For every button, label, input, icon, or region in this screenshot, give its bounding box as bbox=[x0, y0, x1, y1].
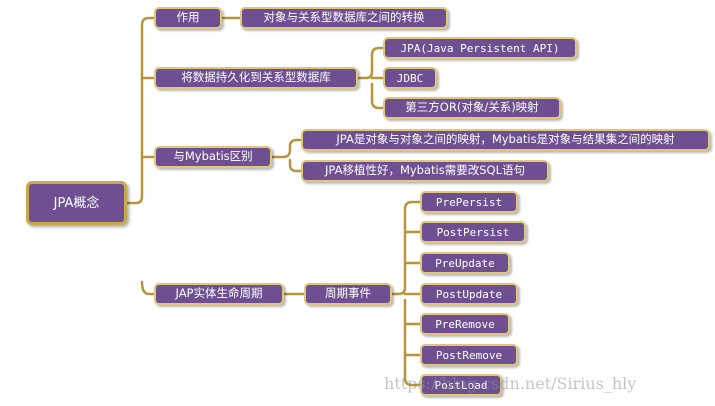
purpose-child-label: 对象与关系型数据库之间的转换 bbox=[263, 10, 425, 25]
mybatis-child-label: JPA移植性好，Mybatis需要改SQL语句 bbox=[325, 163, 525, 178]
event-postload[interactable]: PostLoad bbox=[420, 374, 502, 396]
event-preremove[interactable]: PreRemove bbox=[420, 313, 510, 335]
mybatis-child-label: JPA是对象与对象之间的映射，Mybatis是对象与结果集之间的映射 bbox=[336, 132, 675, 147]
branch-mybatis[interactable]: 与Mybatis区别 bbox=[154, 146, 272, 168]
persist-child-label: 第三方OR(对象/关系)映射 bbox=[405, 100, 539, 115]
branch-lifecycle-label: JAP实体生命周期 bbox=[175, 286, 263, 301]
persist-child-2[interactable]: 第三方OR(对象/关系)映射 bbox=[383, 97, 561, 119]
branch-persist-label: 将数据持久化到关系型数据库 bbox=[181, 70, 331, 85]
persist-child-0[interactable]: JPA(Java Persistent API) bbox=[383, 37, 577, 59]
event-label: PostLoad bbox=[434, 378, 488, 392]
persist-child-1[interactable]: JDBC bbox=[383, 67, 437, 89]
event-postremove[interactable]: PostRemove bbox=[420, 344, 518, 366]
event-postupdate[interactable]: PostUpdate bbox=[420, 283, 518, 305]
branch-purpose[interactable]: 作用 bbox=[154, 7, 222, 29]
mybatis-child-1[interactable]: JPA移植性好，Mybatis需要改SQL语句 bbox=[301, 160, 549, 182]
event-label: PreUpdate bbox=[435, 256, 495, 270]
branch-lifecycle[interactable]: JAP实体生命周期 bbox=[154, 283, 284, 305]
event-label: PostPersist bbox=[436, 225, 510, 239]
event-label: PostUpdate bbox=[435, 287, 503, 301]
branch-persist[interactable]: 将数据持久化到关系型数据库 bbox=[154, 67, 358, 89]
event-label: PrePersist bbox=[435, 195, 503, 209]
branch-purpose-label: 作用 bbox=[176, 10, 200, 25]
mybatis-child-0[interactable]: JPA是对象与对象之间的映射，Mybatis是对象与结果集之间的映射 bbox=[301, 129, 710, 151]
root-node[interactable]: JPA概念 bbox=[26, 181, 127, 225]
root-label: JPA概念 bbox=[53, 195, 100, 211]
purpose-child-0[interactable]: 对象与关系型数据库之间的转换 bbox=[240, 7, 448, 29]
lifecycle-sub[interactable]: 周期事件 bbox=[304, 283, 392, 305]
event-label: PreRemove bbox=[435, 317, 495, 331]
event-prepersist[interactable]: PrePersist bbox=[420, 191, 518, 213]
persist-child-label: JDBC bbox=[396, 71, 424, 85]
event-preupdate[interactable]: PreUpdate bbox=[420, 252, 510, 274]
event-postpersist[interactable]: PostPersist bbox=[420, 221, 526, 243]
event-label: PostRemove bbox=[435, 348, 503, 362]
branch-mybatis-label: 与Mybatis区别 bbox=[173, 149, 253, 164]
lifecycle-sub-label: 周期事件 bbox=[325, 286, 371, 301]
persist-child-label: JPA(Java Persistent API) bbox=[400, 41, 560, 55]
